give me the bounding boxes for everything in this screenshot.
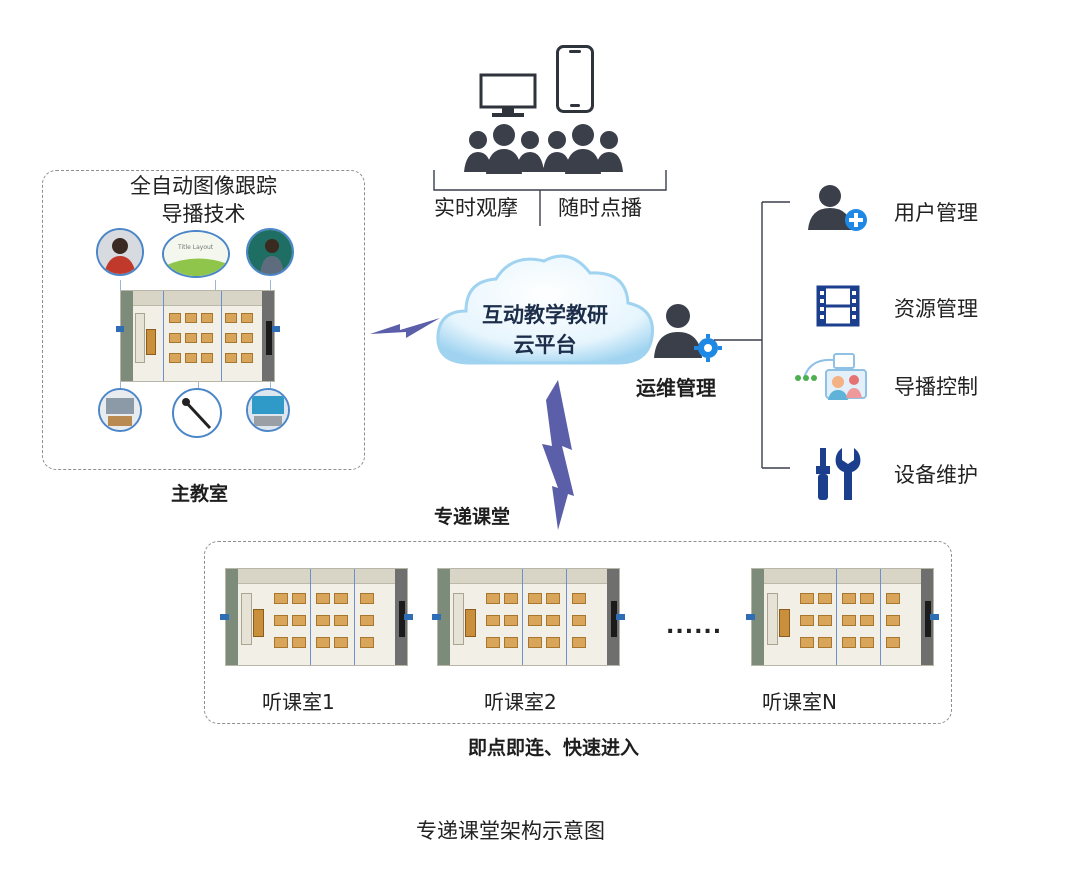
cloud-icon bbox=[436, 254, 654, 365]
listening-rooms-box bbox=[204, 541, 952, 724]
film-icon bbox=[816, 285, 860, 327]
student-closeup-view bbox=[172, 388, 222, 438]
ops-admin-icon bbox=[654, 304, 722, 362]
lightning-down-icon bbox=[542, 380, 574, 530]
listening-room-n-image bbox=[751, 568, 934, 666]
auto-tracking-title: 全自动图像跟踪 导播技术 bbox=[42, 172, 365, 228]
monitor-icon bbox=[479, 73, 537, 117]
ppt-slide-title: Title Layout bbox=[178, 244, 214, 251]
device-maintenance-label: 设备维护 bbox=[894, 463, 978, 487]
teacher-full-view bbox=[246, 388, 290, 432]
student-full-view bbox=[98, 388, 142, 432]
teacher-camera-view bbox=[96, 228, 144, 276]
broadcast-control-icon bbox=[795, 353, 867, 400]
listening-room-1-image bbox=[225, 568, 408, 666]
diagram-caption: 专递课堂架构示意图 bbox=[416, 819, 605, 843]
classroom-link-label: 专递课堂 bbox=[434, 506, 511, 528]
main-classroom-image bbox=[120, 290, 275, 382]
audience-group: 实时观摩 随时点播 bbox=[430, 40, 670, 230]
listening-room-2-image bbox=[437, 568, 620, 666]
listening-room-1-label: 听课室1 bbox=[262, 690, 335, 714]
rooms-ellipsis: ...... bbox=[666, 614, 723, 639]
quick-connect-label: 即点即连、快速进入 bbox=[468, 737, 640, 759]
tools-icon bbox=[816, 448, 861, 500]
lecturer-camera-view bbox=[246, 228, 294, 276]
user-management-label: 用户管理 bbox=[894, 201, 978, 225]
phone-icon bbox=[556, 45, 594, 113]
ops-management-label: 运维管理 bbox=[636, 376, 716, 400]
broadcast-control-label: 导播控制 bbox=[894, 375, 978, 399]
ops-tree-lines bbox=[714, 201, 790, 469]
ppt-view: Title Layout bbox=[162, 230, 230, 278]
audience-group-left-icon bbox=[464, 124, 544, 174]
listening-room-n-label: 听课室N bbox=[762, 690, 837, 714]
lightning-left-icon bbox=[370, 318, 440, 338]
live-observe-label: 实时观摩 bbox=[434, 196, 518, 220]
audience-group-right-icon bbox=[543, 124, 623, 174]
cloud-label-line2: 云平台 bbox=[513, 333, 577, 357]
main-classroom-box bbox=[42, 170, 365, 470]
cloud-platform-label: 互动教学教研 云平台 bbox=[430, 300, 660, 360]
listening-room-2-label: 听课室2 bbox=[484, 690, 557, 714]
auto-tracking-title-line2: 导播技术 bbox=[161, 202, 246, 226]
audience-bracket bbox=[433, 170, 667, 226]
auto-tracking-title-line1: 全自动图像跟踪 bbox=[130, 174, 277, 198]
add-user-icon bbox=[808, 185, 867, 231]
main-classroom-diagram: Title Layout bbox=[90, 228, 340, 443]
cloud-label-line1: 互动教学教研 bbox=[482, 303, 608, 327]
main-classroom-label: 主教室 bbox=[171, 483, 229, 505]
resource-management-label: 资源管理 bbox=[894, 297, 978, 321]
on-demand-label: 随时点播 bbox=[558, 196, 642, 220]
